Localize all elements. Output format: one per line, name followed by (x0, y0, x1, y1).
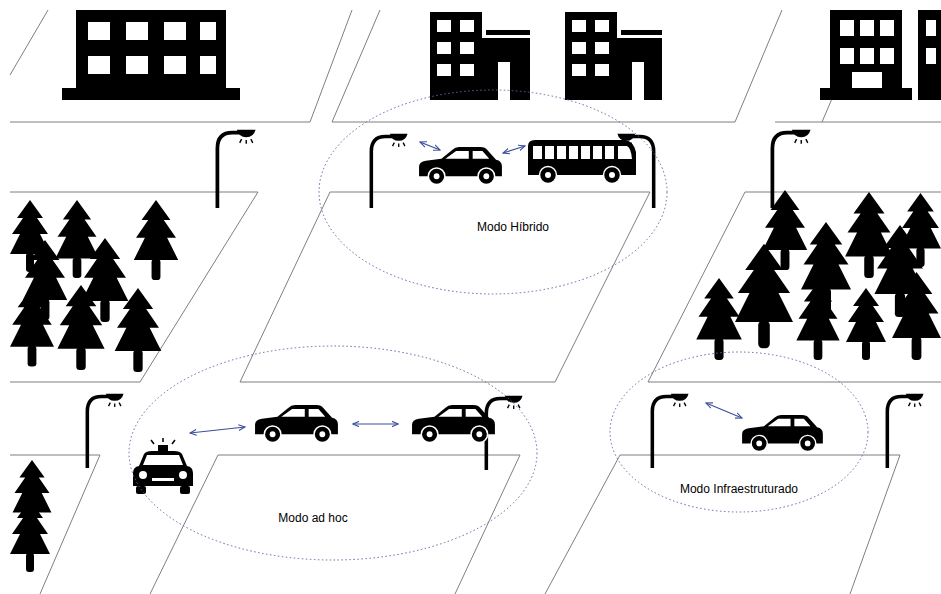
street-lamps (87, 130, 923, 470)
communication-arrows (190, 142, 742, 433)
dotted-ellipse-outline (129, 346, 537, 560)
vehicles (133, 140, 823, 494)
trees (10, 190, 941, 572)
mode-region: Modo ad hoc (128, 345, 538, 561)
dotted-ellipse (128, 345, 538, 561)
dotted-ellipse (318, 89, 668, 295)
street-grid (10, 10, 941, 594)
dotted-ellipse-outline (319, 90, 667, 294)
mode-label: Modo Híbrido (475, 220, 551, 234)
mode-label: Modo ad hoc (276, 511, 349, 525)
dotted-ellipse-outline (610, 352, 868, 512)
mode-label: Modo Infraestruturado (678, 482, 800, 496)
mode-region: Modo Infraestruturado (609, 351, 869, 513)
buildings (62, 10, 941, 100)
mode-region: Modo Híbrido (318, 89, 668, 295)
